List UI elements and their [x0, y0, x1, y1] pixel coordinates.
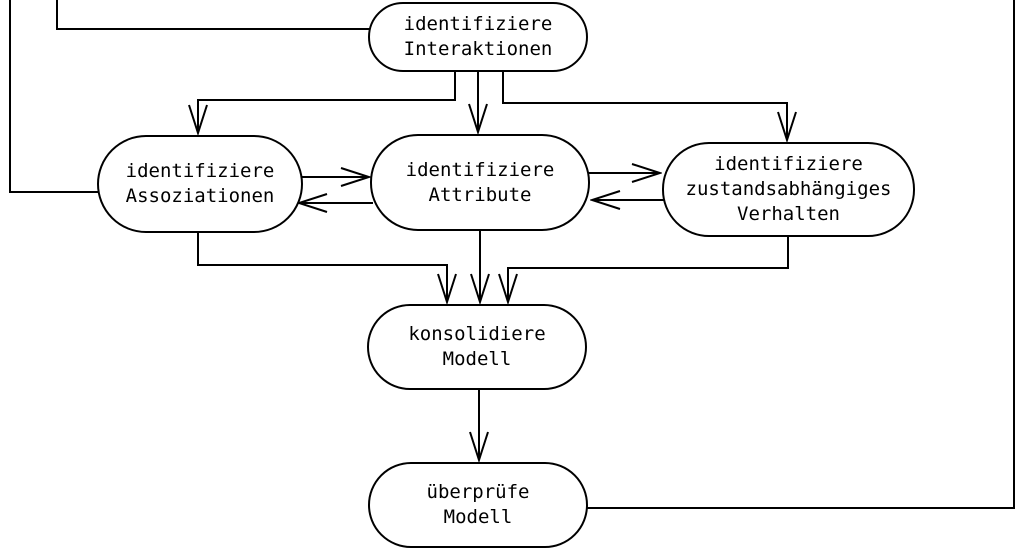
- node-label-line: Modell: [443, 506, 513, 528]
- node-label-line: zustandsabhängiges: [685, 178, 892, 200]
- edge-feedback-to-interaktionen: [56, 0, 380, 30]
- node-label-line: identifiziere: [405, 158, 555, 181]
- node-label-line: Modell: [442, 348, 512, 370]
- node-label-line: Assoziationen: [125, 185, 275, 207]
- edge-assoziationen-to-konsolidiere: [197, 228, 447, 302]
- node-identifiziere-zustandsabhaengiges-verhalten: identifiziere zustandsabhängiges Verhalt…: [662, 142, 915, 237]
- node-identifiziere-assoziationen: identifiziere Assoziationen: [97, 135, 303, 233]
- edge-interaktionen-to-assoziationen: [198, 68, 456, 133]
- node-label-line: Verhalten: [737, 203, 840, 225]
- node-label-line: konsolidiere: [408, 323, 546, 345]
- node-label-line: überprüfe: [426, 481, 530, 503]
- node-label-line: Attribute: [428, 183, 532, 206]
- node-konsolidiere-modell: konsolidiere Modell: [367, 304, 587, 390]
- edge-interaktionen-to-zustandsverhalten: [502, 68, 787, 140]
- node-identifiziere-interaktionen: identifiziere Interaktionen: [368, 2, 588, 72]
- edge-zustandsverhalten-to-konsolidiere: [508, 232, 789, 302]
- node-label-line: identifiziere: [125, 160, 275, 182]
- edge-ueberpruefe-feedback: [584, 0, 1015, 509]
- edge-feedback-to-assoziationen: [9, 0, 102, 193]
- node-label-line: Interaktionen: [403, 38, 553, 60]
- node-ueberpruefe-modell: überprüfe Modell: [368, 462, 588, 548]
- node-label-line: identifiziere: [403, 13, 553, 35]
- node-identifiziere-attribute: identifiziere Attribute: [370, 134, 590, 231]
- node-label-line: identifiziere: [714, 153, 863, 175]
